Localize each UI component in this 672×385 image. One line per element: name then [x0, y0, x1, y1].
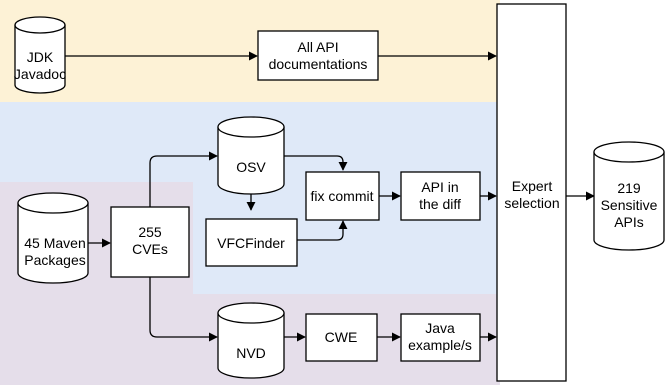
sensitive-apis-label-line: 219 [617, 180, 641, 196]
api-in-diff-label-line: API in [421, 179, 458, 195]
sensitive-apis-label-line: APIs [614, 214, 644, 230]
cwe-label-line: CWE [325, 329, 358, 345]
cves-label-line: CVEs [132, 241, 168, 257]
osv-label: OSV [236, 159, 266, 175]
java-examples-label-line: example/s [408, 337, 472, 353]
edges [64, 51, 595, 342]
all-api-docs-label-line: documentations [269, 56, 368, 72]
fix-commit-label: fix commit [311, 188, 374, 204]
edge-cves-to-nvd [149, 277, 218, 342]
edge-vfcfinder-to-fixcommit [297, 220, 348, 241]
all-api-docs-label-line: All API [297, 39, 338, 55]
box-fix-commit: fix commit [305, 171, 380, 221]
cves-label-line: 255 [138, 224, 162, 240]
maven-packages-label-line: Packages [24, 252, 85, 268]
osv-label-line: OSV [236, 159, 266, 175]
api-in-diff-label-line: the diff [419, 196, 461, 212]
cylinder-osv: OSV [217, 116, 285, 195]
fix-commit-label-line: fix commit [311, 188, 374, 204]
nvd-label: NVD [236, 345, 266, 361]
edge-osv-to-fixcommit [284, 155, 348, 171]
maven-packages-label-line: 45 Maven [24, 235, 85, 251]
jdk-javadoc-label-line: Javadoc [14, 66, 66, 82]
cwe-label: CWE [325, 329, 358, 345]
vfcfinder-label-line: VFCFinder [217, 235, 285, 251]
edge-cves-to-osv [149, 151, 218, 207]
cylinder-nvd: NVD [217, 302, 285, 379]
java-examples-label-line: Java [425, 320, 455, 336]
box-vfcfinder: VFCFinder [205, 218, 298, 267]
vfcfinder-label: VFCFinder [217, 235, 285, 251]
expert-selection-label-line: Expert [512, 178, 553, 194]
expert-selection-label-line: selection [504, 195, 559, 211]
band-javadoc [0, 0, 500, 102]
sensitive-apis-label-line: Sensitive [601, 197, 658, 213]
box-cwe: CWE [305, 313, 378, 362]
nvd-label-line: NVD [236, 345, 266, 361]
jdk-javadoc-label-line: JDK [27, 49, 54, 65]
